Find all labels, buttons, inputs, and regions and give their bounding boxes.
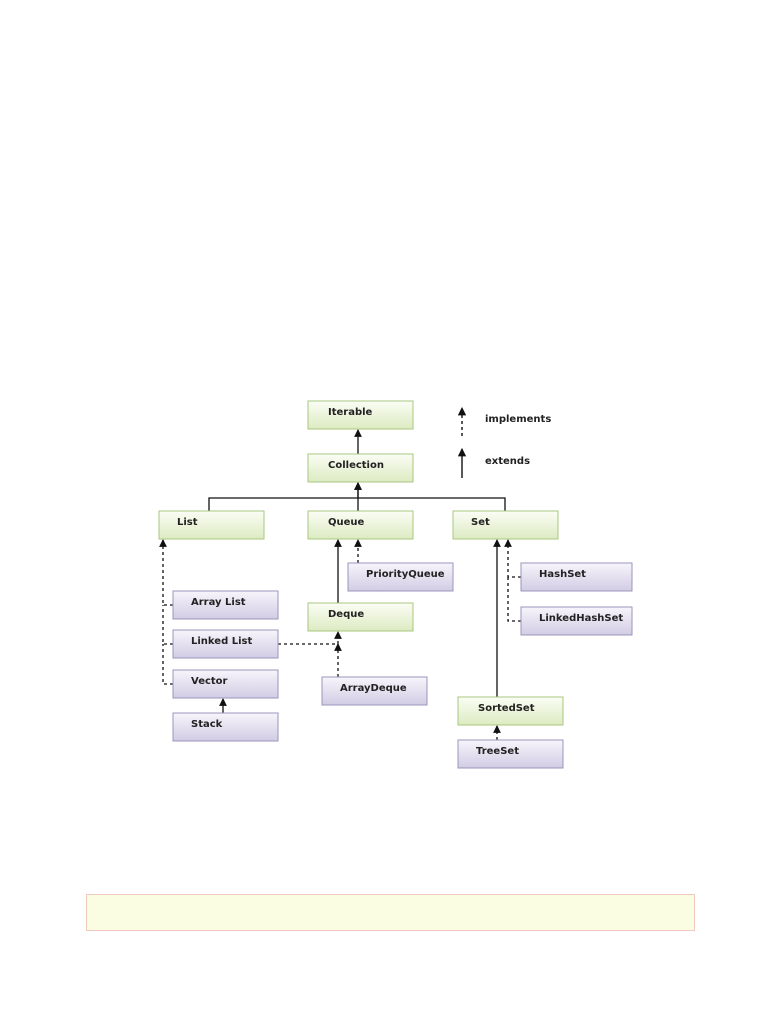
node-stack: Stack (172, 712, 279, 742)
edge-linkedlist-implements-list (162, 605, 173, 645)
node-treeset: TreeSet (457, 739, 564, 769)
node-sortedset: SortedSet (457, 696, 564, 726)
node-collection: Collection (307, 453, 414, 483)
edge-set-extends-collection (358, 497, 506, 511)
node-hashset: HashSet (520, 562, 633, 592)
note-box (86, 894, 695, 931)
node-treeset-box (457, 739, 564, 769)
node-arraydeque: ArrayDeque (321, 676, 428, 706)
node-collection-label: Collection (328, 460, 384, 471)
node-hashset-box (520, 562, 633, 592)
node-hashset-label: HashSet (539, 569, 586, 580)
node-set-label: Set (471, 517, 490, 528)
node-arraydeque-box (321, 676, 428, 706)
node-list-box (158, 510, 265, 540)
legend-extends-label: extends (485, 456, 530, 467)
node-vector-box (172, 669, 279, 699)
node-set: Set (452, 510, 559, 540)
node-sortedset-label: SortedSet (478, 703, 535, 714)
node-queue-label: Queue (328, 517, 365, 528)
node-vector: Vector (172, 669, 279, 699)
node-priorityqueue-box (347, 562, 454, 592)
node-deque: Deque (307, 602, 414, 632)
node-linkedhashset: LinkedHashSet (520, 606, 633, 636)
node-linkedlist-label: Linked List (191, 636, 252, 647)
node-stack-box (172, 712, 279, 742)
edge-arraylist-implements-list (159, 539, 173, 606)
node-collection-box (307, 453, 414, 483)
node-sortedset-box (457, 696, 564, 726)
node-linkedlist: Linked List (172, 629, 279, 659)
edge-vector-implements-list (162, 644, 173, 685)
node-deque-label: Deque (328, 609, 364, 620)
node-list: List (158, 510, 265, 540)
node-linkedlist-box (172, 629, 279, 659)
node-iterable-label: Iterable (328, 407, 373, 418)
edge-hashset-implements-set (504, 539, 521, 578)
node-arraylist-label: Array List (191, 597, 246, 608)
legend-implements-label: implements (485, 414, 551, 425)
node-arraydeque-label: ArrayDeque (340, 683, 407, 694)
edge-linkedlist-implements-deque (278, 631, 342, 645)
node-iterable: Iterable (307, 400, 414, 430)
node-stack-label: Stack (191, 719, 223, 730)
legend: implements extends (457, 406, 551, 478)
node-arraylist-box (172, 590, 279, 620)
node-deque-box (307, 602, 414, 632)
node-treeset-label: TreeSet (476, 746, 519, 757)
node-set-box (452, 510, 559, 540)
node-list-label: List (177, 517, 198, 528)
node-linkedhashset-label: LinkedHashSet (539, 613, 623, 624)
node-linkedhashset-box (520, 606, 633, 636)
node-priorityqueue: PriorityQueue (347, 562, 454, 592)
node-priorityqueue-label: PriorityQueue (366, 569, 445, 580)
node-iterable-box (307, 400, 414, 430)
edge-linkedhashset-implements-set (507, 577, 521, 622)
node-arraylist: Array List (172, 590, 279, 620)
node-vector-label: Vector (191, 676, 228, 687)
node-queue: Queue (307, 510, 414, 540)
node-queue-box (307, 510, 414, 540)
edge-list-extends-collection (208, 482, 362, 511)
